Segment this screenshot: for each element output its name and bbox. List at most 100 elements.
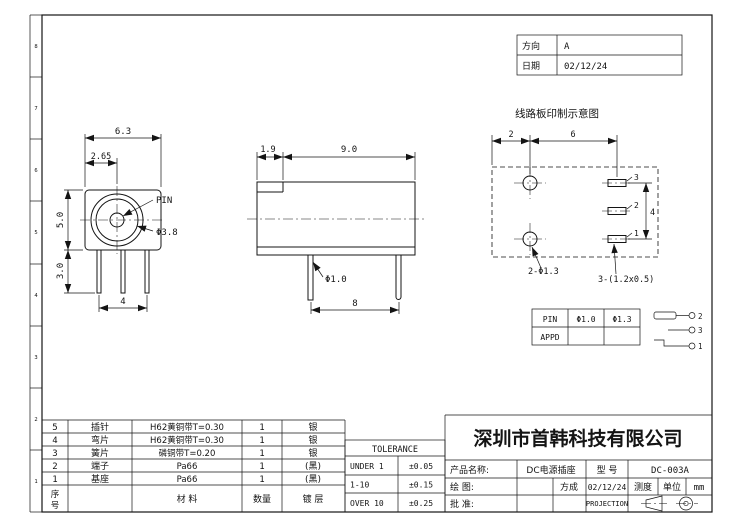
model-value: DC-003A [651, 466, 690, 476]
tolerance-table: TOLERANCE UNDER 1 ±0.05 1-10 ±0.15 OVER … [344, 439, 446, 513]
bom-material: H62黄铜带T=0.30 [150, 422, 224, 433]
tolerance-range: 1-10 [350, 481, 369, 490]
holes-note: 2-Φ1.3 [528, 267, 559, 277]
bom-qty: 1 [259, 423, 264, 433]
side-pin-left [307, 254, 314, 301]
dim-pin-span: 8 [352, 299, 357, 309]
company-name: 深圳市首韩科技有限公司 [473, 427, 682, 450]
product-value: DC电源插座 [526, 464, 575, 476]
bom-footer-no-top: 序 [51, 489, 60, 500]
front-pin-2 [120, 249, 126, 294]
bom-row: 3 簧片 磷铜带T=0.20 1 银 [52, 447, 317, 459]
pin-schematic: 2 3 1 [653, 311, 703, 351]
unit-value: mm [694, 483, 705, 493]
drawer-name: 方成 [560, 481, 578, 493]
product-label: 产品名称: [450, 464, 489, 476]
bom-footer: 序 号 材 料 数量 镀 层 [51, 489, 324, 511]
pin-dia-callout: Φ1.0 [325, 275, 347, 285]
direction-label: 方向 [522, 40, 540, 52]
bom-plating: (黑) [305, 474, 321, 485]
zone-label: 6 [34, 168, 37, 174]
bom-material: Pa66 [177, 475, 198, 485]
dim-pin-span: 4 [120, 297, 125, 307]
front-pin-1 [96, 249, 102, 294]
front-pin-3 [144, 249, 150, 294]
draw-label: 绘 图: [450, 481, 474, 493]
pin-callout: PIN [156, 196, 172, 206]
zone-label: 3 [34, 355, 37, 361]
pin-table-col1: PIN [543, 315, 558, 324]
dim-span: 6 [570, 130, 575, 140]
pads-note: 3-(1.2x0.5) [598, 275, 654, 285]
bom-row: 2 端子 Pa66 1 (黑) [52, 460, 321, 472]
pin-spec-table: PIN Φ1.0 Φ1.3 APPD [531, 308, 641, 346]
bom-table: 5 插针 H62黄铜带T=0.30 1 银 4 弯片 H62黄铜带T=0.30 … [42, 419, 346, 512]
pcb-outline [491, 166, 659, 258]
side-view: 1.9 9.0 8 Φ1.0 [247, 145, 425, 314]
bom-name: 簧片 [91, 447, 109, 459]
projection-cone-icon [645, 495, 663, 512]
bom-no: 3 [52, 449, 57, 459]
zone-label: 4 [34, 293, 38, 299]
tolerance-value: ±0.15 [409, 481, 433, 490]
schematic-bent-contact [654, 339, 689, 347]
bom-material: 磷铜带T=0.20 [159, 448, 216, 459]
side-pin-right [395, 254, 402, 300]
pin-table-col2: Φ1.0 [576, 315, 595, 324]
tolerance-range: OVER 10 [350, 499, 384, 508]
pad-number-3: 3 [634, 173, 639, 182]
schematic-pin-2: 2 [698, 312, 703, 321]
schematic-pin-3: 3 [698, 326, 703, 335]
schematic-pin-1: 1 [698, 342, 703, 351]
pcb-view-title: 线路板印制示意图 [515, 107, 599, 120]
barrel-dia-callout: Φ3.8 [156, 228, 178, 238]
bom-plating: (黑) [305, 461, 321, 472]
bom-no: 4 [52, 436, 57, 446]
center-pin-circle [109, 212, 125, 228]
unit-label: 单位 [663, 481, 681, 493]
projection-symbol [641, 495, 698, 512]
tolerance-value: ±0.05 [409, 462, 433, 471]
dim-height: 4 [650, 208, 655, 218]
date-label: 日期 [522, 61, 540, 72]
dim-pin-length: 3.0 [56, 263, 66, 279]
bom-plating: 银 [308, 434, 317, 446]
side-view-body [256, 181, 416, 256]
bom-row: 4 弯片 H62黄铜带T=0.30 1 银 [52, 434, 317, 446]
approve-label: 批 准: [450, 498, 474, 510]
bom-qty: 1 [259, 449, 264, 459]
dim-width: 6.3 [115, 127, 131, 137]
model-label: 型 号 [597, 465, 618, 476]
bom-qty: 1 [259, 462, 264, 472]
bom-no: 1 [52, 475, 57, 485]
bom-name: 插针 [91, 421, 109, 433]
bom-footer-no-bottom: 号 [51, 501, 60, 511]
zone-label: 2 [34, 417, 37, 423]
bom-name: 基座 [91, 473, 109, 485]
pin-table-appd: APPD [540, 333, 559, 342]
bom-name: 端子 [91, 460, 109, 472]
projection-circles-icon [679, 496, 693, 511]
date-value: 02/12/24 [564, 62, 607, 72]
scale-label: 测度 [634, 481, 652, 493]
pcb-layout-view: 线路板印制示意图 3 2 1 2 6 4 [491, 107, 659, 285]
bom-material: Pa66 [177, 462, 198, 472]
bom-name: 弯片 [91, 434, 109, 446]
barrel-inner-circle [95, 198, 139, 242]
tolerance-value: ±0.25 [409, 499, 433, 508]
tolerance-range: UNDER 1 [350, 462, 384, 471]
bom-footer-qty: 数量 [253, 493, 271, 505]
title-block: 深圳市首韩科技有限公司 产品名称: DC电源插座 型 号 DC-003A 绘 图… [444, 414, 712, 512]
revision-info-box: 方向 A 日期 02/12/24 [516, 34, 683, 76]
draw-date: 02/12/24 [588, 483, 627, 492]
bom-footer-material: 材 料 [177, 493, 198, 505]
bom-row: 1 基座 Pa66 1 (黑) [52, 473, 321, 485]
front-view: 6.3 2.65 5.0 3.0 4 PIN Φ3.8 [56, 127, 178, 312]
dim-offset: 2.65 [91, 152, 111, 162]
zone-label: 5 [34, 230, 37, 236]
bom-no: 5 [52, 423, 57, 433]
bom-qty: 1 [259, 475, 264, 485]
zone-label: 8 [34, 44, 37, 50]
bom-footer-plating: 镀 层 [303, 493, 324, 505]
